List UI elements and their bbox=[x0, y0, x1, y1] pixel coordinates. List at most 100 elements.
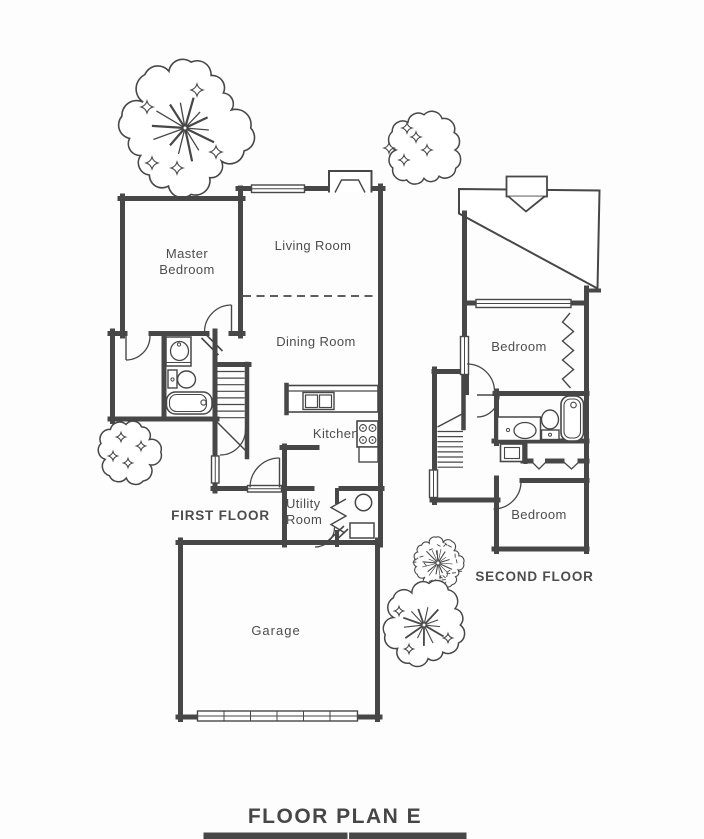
room-label-bedroom-upper: Bedroom bbox=[491, 339, 547, 354]
branch bbox=[185, 111, 201, 128]
tree-canopy bbox=[413, 536, 465, 591]
bush-icon bbox=[97, 420, 163, 486]
branch bbox=[169, 128, 185, 147]
foliage-tick bbox=[446, 572, 449, 578]
foliage-tick bbox=[442, 575, 447, 579]
kitchen-cabinet bbox=[358, 446, 379, 463]
branch bbox=[185, 127, 215, 144]
sparkle-icon bbox=[143, 154, 161, 172]
utility-fixtures bbox=[329, 493, 375, 539]
sparkle-icon bbox=[114, 430, 128, 444]
branch bbox=[186, 127, 209, 131]
closet-break-line bbox=[561, 312, 575, 389]
branch bbox=[424, 608, 439, 625]
door-arc bbox=[203, 304, 232, 333]
branch bbox=[151, 124, 184, 129]
branch bbox=[422, 563, 437, 568]
branch bbox=[153, 127, 184, 141]
faucet-dot bbox=[505, 427, 511, 433]
flush-dot bbox=[170, 377, 175, 382]
foliage-tick bbox=[443, 543, 447, 547]
branch bbox=[437, 564, 441, 577]
foliage-tick bbox=[438, 576, 443, 579]
branch bbox=[426, 550, 438, 563]
drain bbox=[200, 399, 207, 406]
floor-label-first-floor: FIRST FLOOR bbox=[171, 508, 270, 523]
room-label-master-bedroom: Master Bedroom bbox=[159, 246, 215, 277]
kitchen-fixtures bbox=[287, 384, 379, 463]
sparkle-icon bbox=[207, 143, 225, 161]
title-underline bbox=[203, 832, 467, 839]
fireplace-hearth bbox=[334, 179, 366, 193]
sparkle-icon bbox=[134, 439, 148, 453]
door-arc bbox=[466, 363, 496, 392]
sparkle-icon bbox=[168, 159, 186, 177]
branch bbox=[438, 564, 444, 574]
drain bbox=[570, 401, 577, 409]
branch bbox=[435, 564, 439, 575]
branch bbox=[424, 625, 445, 638]
door-arc bbox=[249, 457, 280, 488]
chimney-icon bbox=[505, 175, 548, 213]
branch bbox=[427, 563, 438, 573]
room-label-dining-room: Dining Room bbox=[276, 334, 356, 349]
branch bbox=[177, 129, 186, 155]
sparkle-icon bbox=[402, 642, 416, 656]
sparkle-icon bbox=[106, 449, 120, 463]
sparkle-icon bbox=[399, 120, 415, 136]
angled-door-leaf bbox=[200, 337, 220, 356]
chimney-box bbox=[505, 175, 548, 198]
foliage-tick bbox=[428, 579, 433, 583]
sparkle-icon bbox=[188, 81, 206, 99]
burner-dot bbox=[371, 427, 374, 429]
sparkle-icon bbox=[408, 129, 424, 145]
room-label-garage: Garage bbox=[251, 623, 301, 638]
branch bbox=[423, 607, 429, 624]
tree-icon bbox=[382, 579, 466, 668]
windows bbox=[210, 184, 572, 499]
bifold-door-icon bbox=[529, 459, 549, 470]
branch bbox=[437, 548, 442, 562]
foliage-tick bbox=[414, 557, 419, 561]
tree-small-icon bbox=[412, 536, 465, 591]
door-arc bbox=[219, 429, 247, 456]
branch bbox=[438, 551, 446, 562]
flush-dot bbox=[548, 432, 552, 437]
linen-cabinet-inner bbox=[503, 446, 521, 460]
sink-basin bbox=[318, 394, 333, 409]
branch bbox=[403, 624, 423, 628]
bathroom-sink-icon bbox=[513, 421, 537, 440]
washer-icon bbox=[354, 493, 373, 512]
branch bbox=[169, 103, 186, 128]
chimney-fill bbox=[508, 196, 545, 212]
branch bbox=[438, 563, 448, 573]
angled-door-leaf bbox=[331, 528, 349, 545]
angled-door-leaf bbox=[204, 333, 224, 352]
closet-zigzag bbox=[561, 312, 575, 389]
foliage-tick bbox=[419, 555, 424, 558]
bathroom-second-floor bbox=[496, 395, 585, 470]
foliage-tick bbox=[428, 548, 433, 551]
sparkle-icon bbox=[121, 456, 135, 470]
room-label-living-room: Living Room bbox=[274, 238, 352, 253]
sparkle-icon bbox=[381, 140, 397, 156]
bathroom-first-floor bbox=[165, 336, 213, 415]
stair-break-line bbox=[437, 412, 464, 428]
tree-canopy bbox=[387, 110, 462, 185]
tree-canopy bbox=[382, 579, 466, 668]
sparkle-icon bbox=[138, 98, 156, 116]
bathroom-sink-icon bbox=[169, 340, 190, 362]
branch bbox=[403, 616, 423, 626]
foliage-tick bbox=[455, 559, 458, 564]
title-underline-gap bbox=[347, 832, 350, 839]
burner-dot bbox=[362, 427, 364, 429]
branch bbox=[184, 97, 195, 127]
branch bbox=[404, 625, 424, 639]
door-arc bbox=[493, 481, 522, 510]
branch bbox=[428, 564, 438, 576]
branch bbox=[425, 619, 439, 626]
branch bbox=[436, 550, 439, 562]
branch bbox=[439, 563, 453, 570]
bathtub-inner bbox=[563, 398, 582, 439]
